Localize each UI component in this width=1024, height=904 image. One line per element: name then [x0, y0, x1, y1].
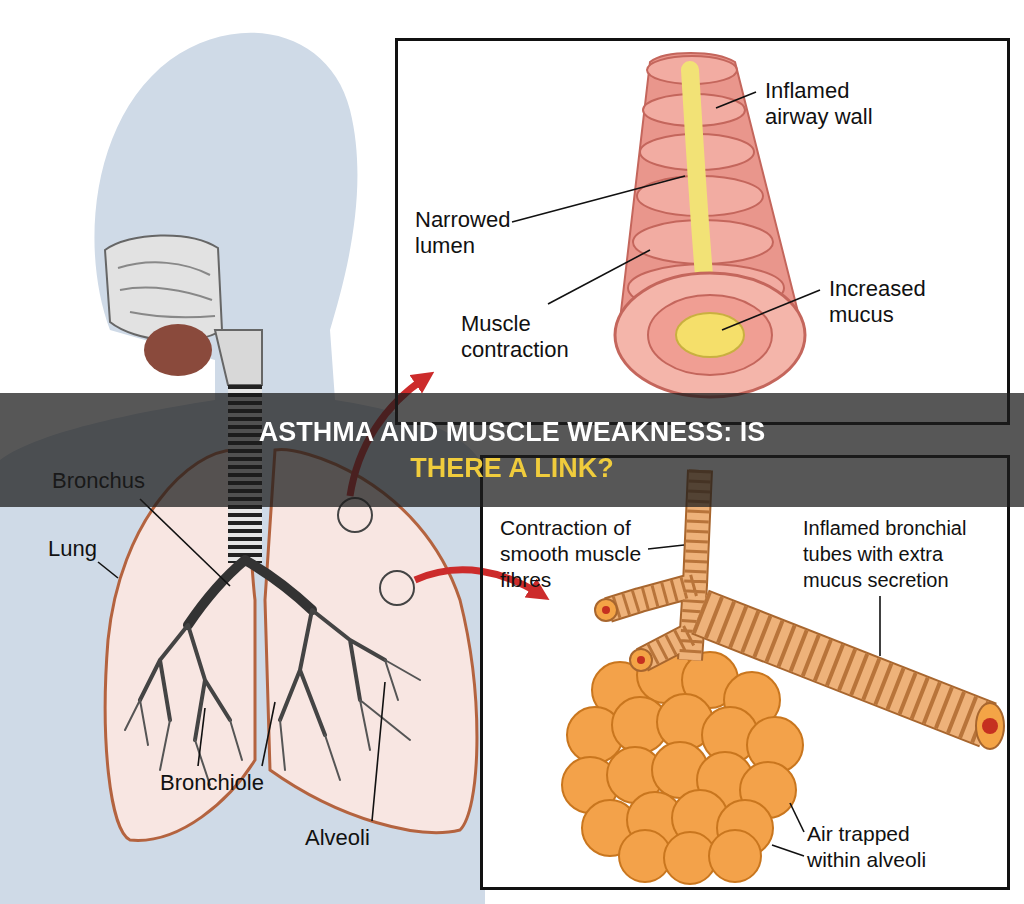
- nasal-passage: [118, 262, 215, 317]
- leader-line: [716, 92, 756, 108]
- part-label: Air trapped within alveoli: [807, 821, 967, 873]
- throat: [215, 330, 262, 385]
- leader-line: [722, 290, 820, 330]
- tube-end: [595, 599, 617, 621]
- part-label: Alveoli: [305, 825, 370, 851]
- airway-section: [615, 273, 805, 397]
- bronchial-tube-rings: [700, 612, 988, 725]
- alveolus: [709, 830, 761, 882]
- alveoli-cluster: [562, 647, 803, 884]
- bronchial-tube-fill: [700, 612, 988, 725]
- part-label: Increased mucus: [829, 276, 954, 328]
- leader-line: [98, 562, 118, 578]
- bronchiole-branches: [125, 660, 420, 785]
- bronchus: [188, 560, 312, 625]
- leader-line: [140, 499, 230, 586]
- title: ASTHMA AND MUSCLE WEAKNESS: IS THERE A L…: [242, 414, 782, 486]
- tube-lumen: [602, 606, 610, 614]
- title-banner: ASTHMA AND MUSCLE WEAKNESS: IS THERE A L…: [0, 393, 1024, 507]
- part-label: Inflamed bronchial tubes with extra mucu…: [803, 515, 998, 593]
- tube-lumen: [982, 718, 998, 734]
- nasal-cavity: [105, 235, 222, 340]
- part-label: Contraction of smooth muscle fibres: [500, 515, 680, 593]
- tube-lumen: [637, 656, 645, 664]
- bronchial-branches: [140, 610, 385, 740]
- part-label: Lung: [48, 536, 97, 562]
- narrowed-lumen: [676, 313, 744, 357]
- zoom-circle: [380, 571, 414, 605]
- part-label: Inflamed airway wall: [765, 78, 905, 130]
- bronchial-tube-outline: [700, 612, 988, 725]
- leader-line: [879, 596, 881, 656]
- leader-line: [772, 845, 804, 856]
- leader-line: [512, 176, 685, 222]
- leader-line: [548, 250, 650, 304]
- tube-end: [976, 703, 1004, 749]
- inset-ground: [480, 455, 1010, 890]
- part-label: Narrowed lumen: [415, 207, 535, 259]
- airway-wall-inner: [648, 295, 772, 375]
- inset-panel: Contraction of smooth muscle fibres Infla…: [480, 455, 1010, 890]
- leader-line: [262, 702, 275, 766]
- tongue: [144, 324, 212, 376]
- leader-line: [790, 803, 804, 832]
- leader-line: [372, 682, 385, 821]
- part-label: Muscle contraction: [461, 311, 601, 363]
- leader-line: [648, 545, 684, 549]
- tube-end: [630, 649, 652, 671]
- part-label: Bronchiole: [160, 770, 264, 796]
- inset-ground: [395, 38, 1010, 425]
- bronchiole-tubes: [608, 470, 988, 725]
- leader-line: [198, 708, 205, 766]
- inset-panel: Inflamed airway wallNarrowed lumenMuscle…: [395, 38, 1010, 425]
